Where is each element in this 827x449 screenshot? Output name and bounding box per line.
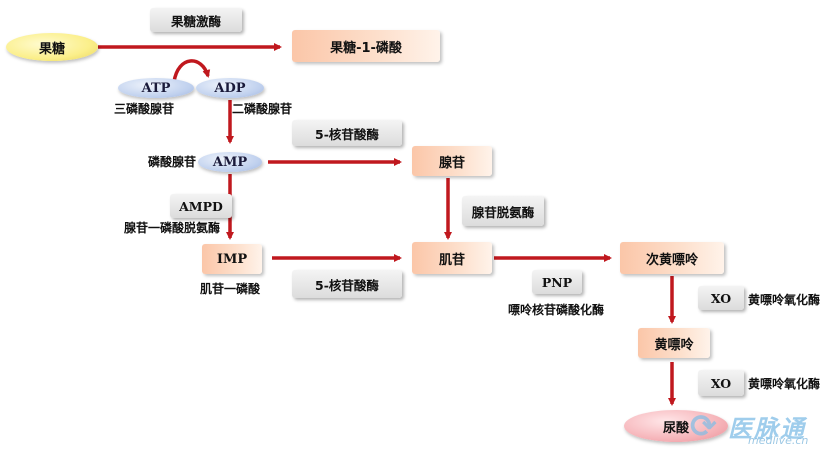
node-xanthine-label: 黄嘌呤: [654, 337, 694, 353]
node-atp-label: ATP: [141, 80, 171, 96]
adp-name: 二磷酸腺苷: [232, 102, 293, 116]
xo-1-name: 黄嘌呤氧化酶: [748, 293, 821, 307]
enzyme-xo-1: XO: [698, 286, 744, 310]
node-atp: ATP: [118, 78, 194, 98]
node-amp-label: AMP: [212, 154, 248, 170]
node-fructose-1-phosphate-label: 果糖-1-磷酸: [330, 40, 402, 56]
node-adp: ADP: [196, 78, 264, 98]
ampd-name: 腺苷一磷酸脱氨酶: [124, 221, 221, 235]
node-xanthine: 黄嘌呤: [638, 328, 710, 358]
xo-2-name: 黄嘌呤氧化酶: [748, 377, 821, 391]
atp-name: 三磷酸腺苷: [114, 102, 175, 116]
enzyme-5-nucleotidase-bottom: 5-核苷酸酶: [292, 270, 402, 298]
pnp-name: 嘌呤核苷磷酸化酶: [508, 303, 605, 317]
node-uric-acid-label: 尿酸: [662, 420, 689, 436]
watermark-logo: ⟳ 医脉通 medlive.cn: [688, 405, 827, 449]
node-imp-label: IMP: [216, 251, 248, 267]
enzyme-adenosine-deaminase: 腺苷脱氨酶: [462, 196, 544, 226]
medlive-logo-icon: ⟳: [690, 407, 717, 445]
watermark-site: medlive.cn: [748, 434, 809, 447]
enzyme-5-nucleotidase-top-label: 5-核苷酸酶: [315, 126, 379, 142]
node-uric-acid: 尿酸: [624, 410, 728, 442]
enzyme-adenosine-deaminase-label: 腺苷脱氨酶: [471, 204, 535, 220]
enzyme-pnp: PNP: [532, 270, 582, 294]
enzyme-xo-2: XO: [698, 370, 744, 396]
enzyme-xo-1-label: XO: [710, 290, 732, 306]
enzyme-pnp-label: PNP: [541, 274, 573, 290]
amp-name: 磷酸腺苷: [148, 155, 197, 169]
enzyme-ampd: AMPD: [170, 194, 232, 218]
node-adenosine: 腺苷: [412, 146, 492, 176]
watermark-brand: 医脉通: [728, 415, 806, 443]
node-fructose-label: 果糖: [38, 41, 65, 57]
node-fructose-1-phosphate: 果糖-1-磷酸: [292, 30, 440, 62]
node-hypoxanthine: 次黄嘌呤: [620, 242, 724, 274]
node-adp-label: ADP: [214, 80, 246, 96]
arrow-atp-to-adp: [172, 59, 211, 83]
enzyme-fructokinase-label: 果糖激酶: [170, 13, 221, 29]
enzyme-5-nucleotidase-top: 5-核苷酸酶: [292, 120, 402, 146]
enzyme-xo-2-label: XO: [710, 375, 732, 391]
node-adenosine-label: 腺苷: [438, 155, 465, 171]
enzyme-5-nucleotidase-bottom-label: 5-核苷酸酶: [315, 277, 379, 293]
node-fructose: 果糖: [6, 33, 98, 61]
node-inosine: 肌苷: [412, 242, 492, 274]
node-inosine-label: 肌苷: [438, 252, 465, 268]
node-hypoxanthine-label: 次黄嘌呤: [645, 252, 698, 268]
enzyme-ampd-label: AMPD: [179, 198, 223, 214]
node-amp: AMP: [198, 152, 262, 172]
enzyme-fructokinase: 果糖激酶: [150, 8, 242, 32]
imp-name: 肌苷一磷酸: [200, 282, 261, 296]
node-imp: IMP: [202, 244, 262, 274]
